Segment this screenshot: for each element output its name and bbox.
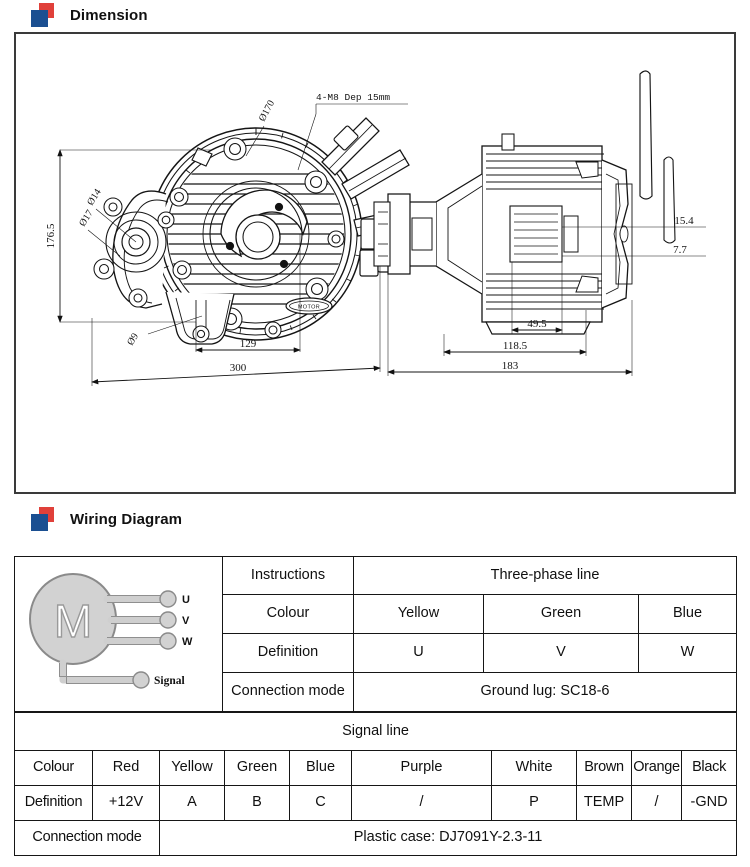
cell-signal-colour-white: White (491, 750, 577, 786)
svg-text:Ø170: Ø170 (257, 99, 277, 124)
wiring-tables: M (13, 556, 738, 856)
svg-text:MOTOR: MOTOR (298, 305, 320, 311)
cell-signal-def-temp: TEMP (576, 785, 632, 821)
cell-signal-colour-orange: Orange (631, 750, 682, 786)
logo-blue-square-icon-2 (31, 514, 48, 531)
cell-signal-colour-purple: Purple (351, 750, 492, 786)
cell-signal-colour-header: Colour (14, 750, 93, 786)
three-phase-table: M (14, 556, 738, 712)
cell-signal-def-12v: +12V (92, 785, 160, 821)
cell-colour-yellow: Yellow (353, 594, 484, 634)
cell-definition-w: W (637, 633, 738, 673)
table-row: Definition U V W (15, 633, 738, 673)
cell-signal-def-orange: / (631, 785, 682, 821)
dimension-drawing: MOTOR (45, 70, 706, 386)
dimension-section-title: Dimension (70, 6, 148, 24)
cell-connection-mode-header: Connection mode (222, 672, 354, 712)
svg-text:183: 183 (502, 360, 519, 372)
cell-signal-def-c: C (289, 785, 352, 821)
lead-label-w: W (182, 636, 193, 648)
cell-signal-colour-black: Black (680, 750, 738, 786)
cell-plastic-case: Plastic case: DJ7091Y-2.3-11 (158, 820, 738, 856)
cell-definition-v: V (483, 633, 639, 673)
cell-signal-definition-header: Definition (14, 785, 93, 821)
lead-label-u: U (182, 594, 190, 606)
dimension-section-header: Dimension (0, 2, 148, 28)
logo-blue-square-icon (31, 10, 48, 27)
signal-label: Signal (154, 675, 185, 687)
dimension-drawing-frame: MOTOR (14, 32, 736, 494)
wiring-section-header: Wiring Diagram (0, 506, 182, 532)
svg-text:7.7: 7.7 (673, 244, 687, 256)
table-row: Definition +12V A B C / P TEMP / -GND (14, 785, 738, 821)
svg-text:129: 129 (240, 338, 257, 350)
cell-colour-header: Colour (222, 594, 354, 634)
cell-signal-colour-blue: Blue (289, 750, 352, 786)
cell-three-phase-line: Three-phase line (352, 556, 738, 595)
cell-definition-u: U (353, 633, 484, 673)
wiring-section-title: Wiring Diagram (70, 510, 183, 528)
lead-label-v: V (182, 615, 190, 627)
brand-logo-icon-2 (30, 507, 58, 531)
cell-signal-def-a: A (159, 785, 225, 821)
cell-ground-lug: Ground lug: SC18-6 (352, 672, 738, 712)
svg-text:176.5: 176.5 (45, 223, 57, 248)
brand-logo-icon (30, 3, 58, 27)
svg-text:Ø9: Ø9 (125, 331, 141, 347)
cell-signal-colour-red: Red (92, 750, 160, 786)
cell-instructions-header: Instructions (222, 556, 354, 595)
svg-text:49.5: 49.5 (527, 318, 547, 330)
table-row: Colour Red Yellow Green Blue Purple Whit… (14, 750, 738, 786)
cell-colour-blue: Blue (637, 594, 738, 634)
svg-text:15.4: 15.4 (674, 215, 694, 227)
motor-symbol-label: M (54, 595, 92, 647)
motor-schematic-cell: M (14, 556, 223, 712)
table-row: Connection mode Plastic case: DJ7091Y-2.… (14, 820, 738, 856)
cell-signal-def-purple: / (351, 785, 492, 821)
cell-signal-colour-brown: Brown (576, 750, 632, 786)
cell-colour-green: Green (483, 594, 639, 634)
table-row: Signal line (13, 712, 738, 751)
svg-text:4-M8 Dep 15mm: 4-M8 Dep 15mm (316, 92, 390, 103)
cell-signal-colour-yellow: Yellow (159, 750, 225, 786)
cell-signal-colour-green: Green (224, 750, 290, 786)
svg-text:Ø14: Ø14 (85, 187, 103, 207)
signal-line-table: Signal line Colour Red Yellow Green Blue… (13, 712, 738, 856)
table-row: M (14, 556, 738, 712)
svg-text:300: 300 (230, 362, 247, 374)
svg-text:Ø17: Ø17 (77, 208, 95, 228)
cell-signal-connection-header: Connection mode (14, 820, 160, 856)
motor-schematic: M (29, 573, 193, 689)
cell-signal-line-title: Signal line (13, 712, 738, 751)
cell-signal-def-p: P (491, 785, 577, 821)
table-row: Connection mode Ground lug: SC18-6 (15, 672, 738, 712)
cell-definition-header: Definition (222, 633, 354, 673)
cell-signal-def-b: B (224, 785, 290, 821)
svg-text:118.5: 118.5 (503, 340, 528, 352)
cell-signal-def-gnd: -GND (680, 785, 738, 821)
